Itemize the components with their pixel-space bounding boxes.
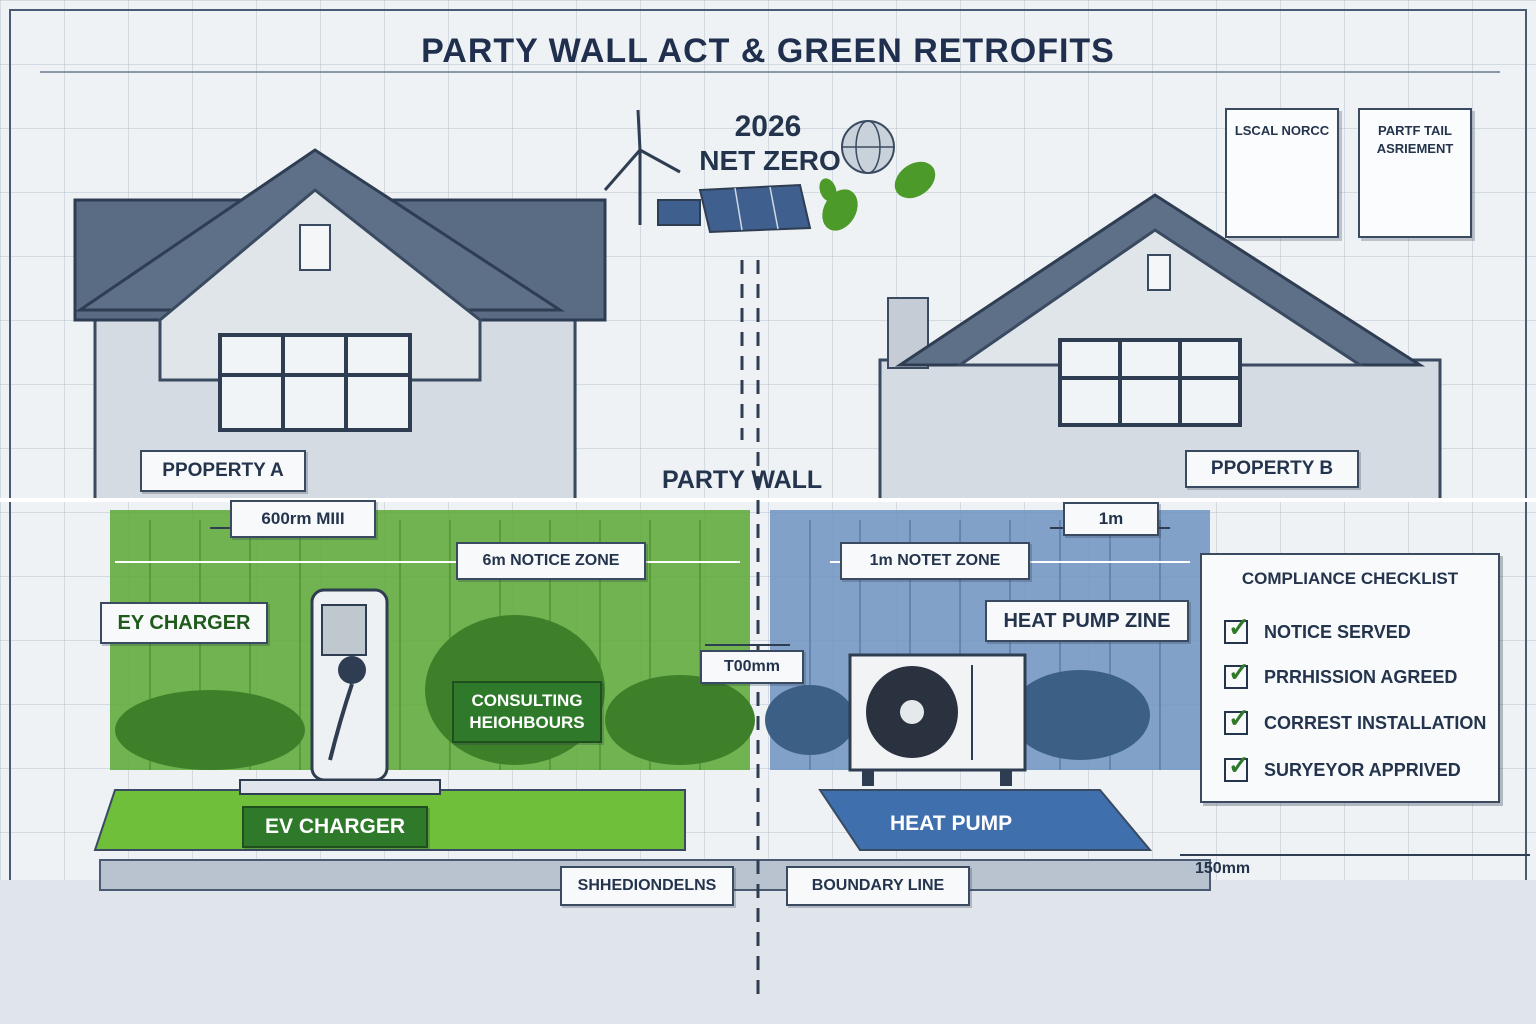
checklist-item: ✓ PRRHISSION AGREED (1224, 659, 1458, 692)
check-icon: ✓ (1228, 657, 1250, 687)
offset-dimension: 150mm (1195, 860, 1251, 877)
checklist-item: ✓ NOTICE SERVED (1224, 614, 1411, 647)
party-wall-label: PARTY WALL (662, 466, 823, 494)
check-icon: ✓ (1228, 703, 1250, 733)
heat-pump-unit (848, 653, 1027, 786)
consulting-neighbours-label: CONSULTING HEIOHBOURS (452, 681, 602, 743)
checklist-item-label: SURYEYOR APPRIVED (1264, 759, 1461, 780)
solar-panel-icon (657, 183, 812, 234)
left-notice-zone-label: 6m NOTICE ZONE (456, 542, 646, 580)
checklist-item-label: NOTICE SERVED (1264, 621, 1411, 642)
check-icon: ✓ (1228, 750, 1250, 780)
house-b (878, 193, 1442, 502)
local-notice-document: LSCAL NORCC (1225, 108, 1339, 238)
compliance-checklist: COMPLIANCE CHECKLIST ✓ NOTICE SERVED ✓ P… (1200, 553, 1500, 803)
checkbox-checked[interactable]: ✓ (1224, 752, 1250, 782)
checkbox-checked[interactable]: ✓ (1224, 659, 1250, 689)
ev-charger-unit (239, 588, 441, 795)
ev-charger-ground-label: EV CHARGER (242, 806, 428, 848)
party-wall-agreement-title: PARTF TAIL ASRIEMENT (1376, 123, 1454, 156)
gap-dimension: T00mm (700, 650, 804, 684)
house-a (73, 148, 607, 502)
property-a-label: PPOPERTY A (140, 450, 306, 492)
checkbox-checked[interactable]: ✓ (1224, 705, 1250, 735)
leaf-icon (819, 161, 936, 231)
ground (0, 880, 1536, 1024)
checkbox-checked[interactable]: ✓ (1224, 614, 1250, 644)
globe-icon (841, 120, 895, 174)
property-b-label: PPOPERTY B (1185, 450, 1359, 488)
checklist-item: ✓ CORREST INSTALLATION (1224, 705, 1487, 738)
check-icon: ✓ (1228, 612, 1250, 642)
party-wall-agreement-document: PARTF TAIL ASRIEMENT (1358, 108, 1472, 238)
local-notice-title: LSCAL NORCC (1234, 123, 1330, 138)
checklist-item: ✓ SURYEYOR APPRIVED (1224, 752, 1461, 785)
wind-turbine-icon (603, 109, 681, 225)
left-min-dimension: 600rm MIII (230, 500, 376, 538)
boundary-line-label: BOUNDARY LINE (786, 866, 970, 906)
right-notice-zone-label: 1m NOTET ZONE (840, 542, 1030, 580)
heat-pump-ground-label: HEAT PUMP (890, 812, 1013, 835)
checklist-title: COMPLIANCE CHECKLIST (1241, 569, 1459, 588)
ev-charger-tag: EY CHARGER (100, 602, 268, 644)
left-bottom-label: SHHEDIONDELNS (560, 866, 734, 906)
checklist-item-label: CORREST INSTALLATION (1264, 712, 1487, 733)
net-zero-label: NET ZERO (699, 145, 841, 176)
checklist-item-label: PRRHISSION AGREED (1264, 666, 1458, 687)
page-title: PARTY WALL ACT & GREEN RETROFITS (421, 32, 1115, 70)
heat-pump-zone-label: HEAT PUMP ZINE (985, 600, 1189, 642)
right-min-dimension: 1m (1063, 502, 1159, 536)
net-zero-year: 2026 (734, 110, 802, 143)
